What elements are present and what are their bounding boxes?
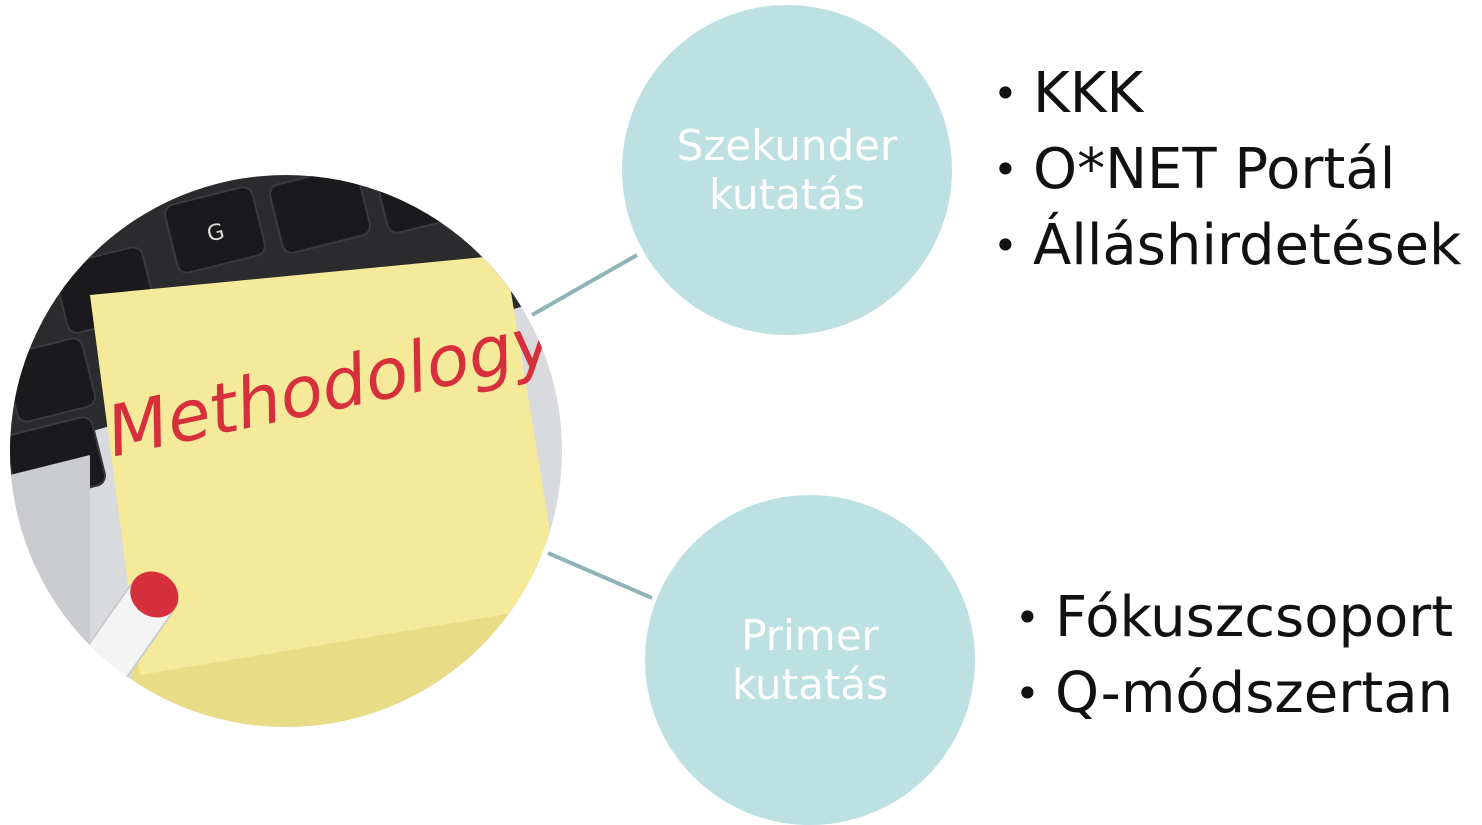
list-item: KKK <box>993 56 1461 132</box>
secondary-research-bubble: Szekunder kutatás <box>622 5 952 335</box>
primary-label-line1: Primer <box>741 611 879 660</box>
connector-bottom <box>547 551 653 600</box>
list-item: Álláshirdetések <box>993 208 1461 284</box>
list-item: Q-módszertan <box>1015 656 1453 732</box>
methodology-photo: G Methodology <box>10 175 562 727</box>
connector-top <box>531 253 638 317</box>
primary-research-bubble: Primer kutatás <box>645 495 975 825</box>
sticky-note <box>90 255 562 675</box>
primary-label-line2: kutatás <box>732 660 888 709</box>
primary-research-list: Fókuszcsoport Q-módszertan <box>1015 580 1453 732</box>
secondary-label-line1: Szekunder <box>676 121 898 170</box>
secondary-research-list: KKK O*NET Portál Álláshirdetések <box>993 56 1461 284</box>
list-item: O*NET Portál <box>993 132 1461 208</box>
secondary-label-line2: kutatás <box>709 170 865 219</box>
list-item: Fókuszcsoport <box>1015 580 1453 656</box>
key-label-g: G <box>205 219 228 247</box>
key <box>163 186 267 274</box>
key <box>268 175 372 254</box>
